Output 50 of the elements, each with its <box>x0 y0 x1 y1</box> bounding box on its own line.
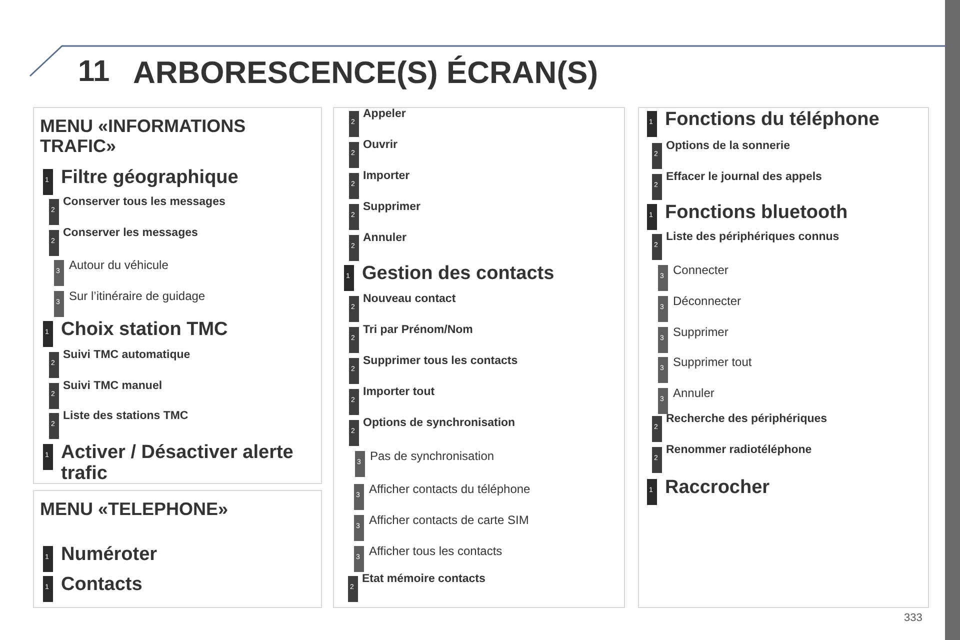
menu-item: Contacts <box>61 574 144 595</box>
menu-item: Fonctions du téléphone <box>665 109 880 130</box>
menu-item: Choix station TMC <box>61 319 229 340</box>
menu-item: Pas de synchronisation <box>370 449 494 463</box>
menu-item: Gestion des contacts <box>362 263 556 284</box>
menu-panel <box>33 490 322 608</box>
menu-item: Annuler <box>673 386 714 400</box>
menu-item: Importer tout <box>363 385 435 399</box>
menu-item: Filtre géographique <box>61 167 240 188</box>
menu-item: Liste des stations TMC <box>63 409 188 423</box>
menu-item: Supprimer <box>363 200 421 214</box>
menu-item: Effacer le journal des appels <box>666 170 822 184</box>
menu-item: Options de la sonnerie <box>666 139 790 153</box>
menu-item: Recherche des périphériques <box>666 412 828 426</box>
menu-item: Suivi TMC automatique <box>63 348 190 362</box>
menu-item: Importer <box>363 169 410 183</box>
menu-panel <box>333 107 625 608</box>
menu-item: Options de synchronisation <box>363 416 516 430</box>
menu-item: Nouveau contact <box>363 292 456 306</box>
menu-item: Supprimer <box>673 325 728 339</box>
page-number: 333 <box>904 612 922 624</box>
menu-item: Numéroter <box>61 544 158 565</box>
menu-item: Raccrocher <box>665 477 771 498</box>
menu-item: Conserver les messages <box>63 226 198 240</box>
menu-item: Déconnecter <box>673 294 742 308</box>
menu-heading: MENU «TELEPHONE» <box>40 499 230 519</box>
menu-item: Liste des périphériques connus <box>666 230 840 244</box>
menu-panel <box>33 107 322 484</box>
menu-item: Afficher contacts du téléphone <box>369 482 530 496</box>
menu-item: Activer / Désactiver alerte trafic <box>61 442 294 484</box>
menu-item: Autour du véhicule <box>69 258 168 272</box>
menu-item: Renommer radiotéléphone <box>666 443 812 457</box>
menu-item: Tri par Prénom/Nom <box>363 323 473 337</box>
menu-item: Connecter <box>673 263 728 277</box>
menu-item: Annuler <box>363 231 406 245</box>
menu-item: Suivi TMC manuel <box>63 379 162 393</box>
menu-item: Afficher contacts de carte SIM <box>369 513 529 527</box>
menu-item: Etat mémoire contacts <box>362 572 486 586</box>
menu-item: Ouvrir <box>363 138 398 152</box>
menu-item: Conserver tous les messages <box>63 195 226 209</box>
menu-item: Supprimer tous les contacts <box>363 354 518 368</box>
chapter-number: 11 <box>78 55 110 89</box>
menu-item: Fonctions bluetooth <box>665 202 849 223</box>
page-title: ARBORESCENCE(S) ÉCRAN(S) <box>133 55 598 91</box>
menu-item: Sur l’itinéraire de guidage <box>69 289 206 303</box>
menu-item: Supprimer tout <box>673 355 752 369</box>
menu-item: Afficher tous les contacts <box>369 544 502 558</box>
menu-heading: MENU «INFORMATIONS TRAFIC» <box>40 116 247 156</box>
menu-item: Appeler <box>363 107 406 121</box>
menu-panel <box>638 107 929 608</box>
